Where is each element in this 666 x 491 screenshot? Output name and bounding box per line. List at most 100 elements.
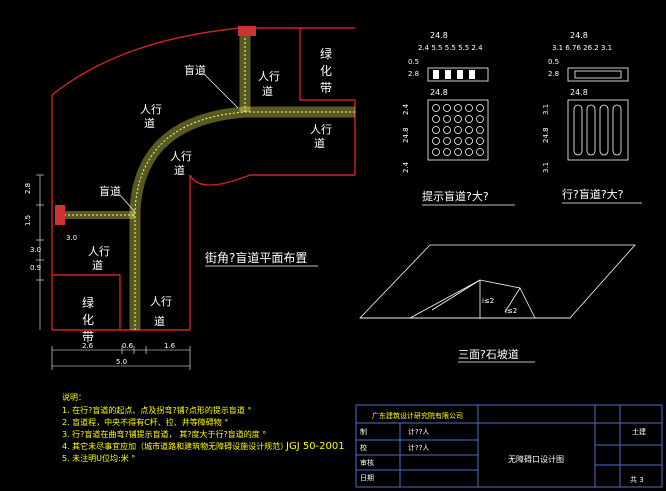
sidewalk-label-6b: 道 — [154, 314, 165, 328]
notes-list: 1. 在行?盲道的起点、点及拐弯?铺?点形的提示盲道 ° 2. 盲道程，中央不得… — [62, 405, 288, 463]
hint-dot — [432, 137, 440, 145]
sidewalk-label-2: 人行 — [258, 70, 280, 83]
inner-curb — [189, 174, 355, 186]
hint-dot — [476, 104, 484, 112]
svg-text:2.6: 2.6 — [82, 342, 94, 350]
svg-text:2.8: 2.8 — [548, 70, 559, 78]
svg-text:3.0: 3.0 — [66, 234, 77, 242]
hint-dot — [465, 148, 473, 156]
hint-dot — [443, 148, 451, 156]
company-name: 广东建筑设计研究院有限公司 — [372, 411, 463, 420]
svg-text:3.1: 3.1 — [542, 104, 550, 115]
svg-text:计??人: 计??人 — [408, 443, 429, 452]
green-belt-bottom — [52, 274, 121, 330]
left-dim-lines — [36, 174, 44, 330]
note-5: 5. 未注明U位均:米 ° — [62, 453, 135, 463]
svg-text:校: 校 — [360, 443, 367, 452]
svg-text:3.1: 3.1 — [542, 162, 550, 173]
notes-heading: 说明： — [62, 392, 86, 402]
svg-text:1.5: 1.5 — [24, 215, 32, 226]
sidewalk-labels: 人行道 人行道 人行道 人行道 人行道 人行道 — [88, 70, 332, 328]
left-dims: 2.8 1.5 3.0 0.9 3.0 — [24, 183, 77, 272]
svg-text:3.1 6.76 26.2 3.1: 3.1 6.76 26.2 3.1 — [552, 44, 612, 52]
hint-dot — [465, 126, 473, 134]
sidewalk-label-4b: 道 — [174, 163, 185, 177]
hint-tile-square — [427, 99, 489, 161]
svg-text:24.8: 24.8 — [570, 31, 588, 40]
svg-text:2.8: 2.8 — [24, 183, 32, 194]
svg-text:共 3: 共 3 — [630, 475, 644, 484]
hint-tile-left — [55, 205, 65, 225]
svg-text:i≤2: i≤2 — [505, 307, 517, 315]
sidewalk-label-1b: 道 — [144, 116, 155, 130]
svg-text:2.4: 2.4 — [402, 161, 410, 173]
hint-tile-detail: 24.8 2.4 5.5 5.5 5.5 2.4 0.5 2.8 24.8 2.… — [402, 31, 515, 206]
sidewalk-label-3b: 道 — [314, 136, 325, 150]
ramp-detail — [359, 244, 636, 319]
hint-side-bumps — [433, 70, 475, 79]
svg-text:2.8: 2.8 — [408, 70, 419, 78]
hint-tile-caption: 提示盲道?大? — [422, 189, 489, 203]
hint-dot — [476, 115, 484, 123]
svg-text:24.8: 24.8 — [402, 127, 410, 143]
svg-text:审核: 审核 — [360, 458, 374, 467]
hint-dot — [443, 137, 451, 145]
green-belt-bot-3: 带 — [82, 330, 94, 344]
sidewalk-label-1: 人行 — [140, 103, 162, 116]
hint-dot — [476, 148, 484, 156]
hint-dot — [432, 148, 440, 156]
svg-text:5.0: 5.0 — [116, 358, 127, 366]
svg-text:土建: 土建 — [632, 427, 646, 436]
svg-text:24.8: 24.8 — [430, 31, 448, 40]
sidewalk-label-2b: 道 — [262, 84, 273, 98]
svg-text:i≤2: i≤2 — [482, 297, 494, 305]
bottom-dims: 2.6 0.6 1.6 5.0 — [82, 342, 176, 366]
svg-text:计??人: 计??人 — [408, 427, 429, 436]
svg-text:0.5: 0.5 — [408, 58, 419, 66]
drawing-title: 无障碍口设计图 — [508, 454, 564, 464]
title-block — [355, 404, 663, 488]
line-tile-square — [567, 99, 629, 161]
sidewalk-label-3: 人行 — [310, 123, 332, 136]
line-tile-bars — [573, 104, 622, 156]
hint-dot — [476, 137, 484, 145]
road-edges — [51, 27, 356, 331]
plan-title: 街角?盲道平面布置 — [205, 250, 307, 265]
hint-tile-top — [238, 26, 256, 36]
note-1: 1. 在行?盲道的起点、点及拐弯?铺?点形的提示盲道 ° — [62, 405, 251, 415]
sidewalk-label-5: 人行 — [88, 245, 110, 258]
hint-dot — [454, 126, 462, 134]
green-belt-top — [299, 28, 355, 101]
standard-code: JGJ 50-2001 — [285, 441, 345, 452]
hint-dot — [465, 137, 473, 145]
green-belt-top-2: 化 — [320, 64, 332, 78]
svg-text:制: 制 — [360, 427, 367, 436]
hint-dot — [443, 104, 451, 112]
hint-dot — [443, 126, 451, 134]
svg-text:日期: 日期 — [360, 474, 374, 482]
svg-text:3.0: 3.0 — [30, 246, 41, 254]
note-4: 4. 其它未尽事宜应加（城市道路和建筑物无障碍设施设计规范） — [62, 441, 288, 451]
svg-text:1.6: 1.6 — [164, 342, 176, 350]
green-belt-bot-2: 化 — [82, 313, 94, 327]
blind-road-texture — [134, 111, 355, 330]
outer-curb-arc — [51, 27, 241, 96]
svg-text:0.6: 0.6 — [122, 342, 134, 350]
svg-text:24.8: 24.8 — [542, 127, 550, 143]
svg-text:24.8: 24.8 — [570, 88, 588, 97]
hint-dot — [454, 137, 462, 145]
green-belt-bot-1: 绿 — [82, 295, 94, 310]
leaders — [119, 74, 239, 213]
hint-dot — [432, 115, 440, 123]
hint-dot — [443, 115, 451, 123]
hint-dot — [465, 115, 473, 123]
line-tile-caption: 行?盲道?大? — [562, 187, 624, 201]
hint-dot — [454, 148, 462, 156]
svg-text:2.4: 2.4 — [402, 103, 410, 115]
svg-text:2.4 5.5 5.5 5.5 2.4: 2.4 5.5 5.5 5.5 2.4 — [418, 44, 483, 52]
green-belt-top-1: 绿 — [320, 46, 332, 61]
hint-dot-grid — [432, 104, 484, 156]
label-blind-road-1: 盲道 — [184, 63, 206, 77]
